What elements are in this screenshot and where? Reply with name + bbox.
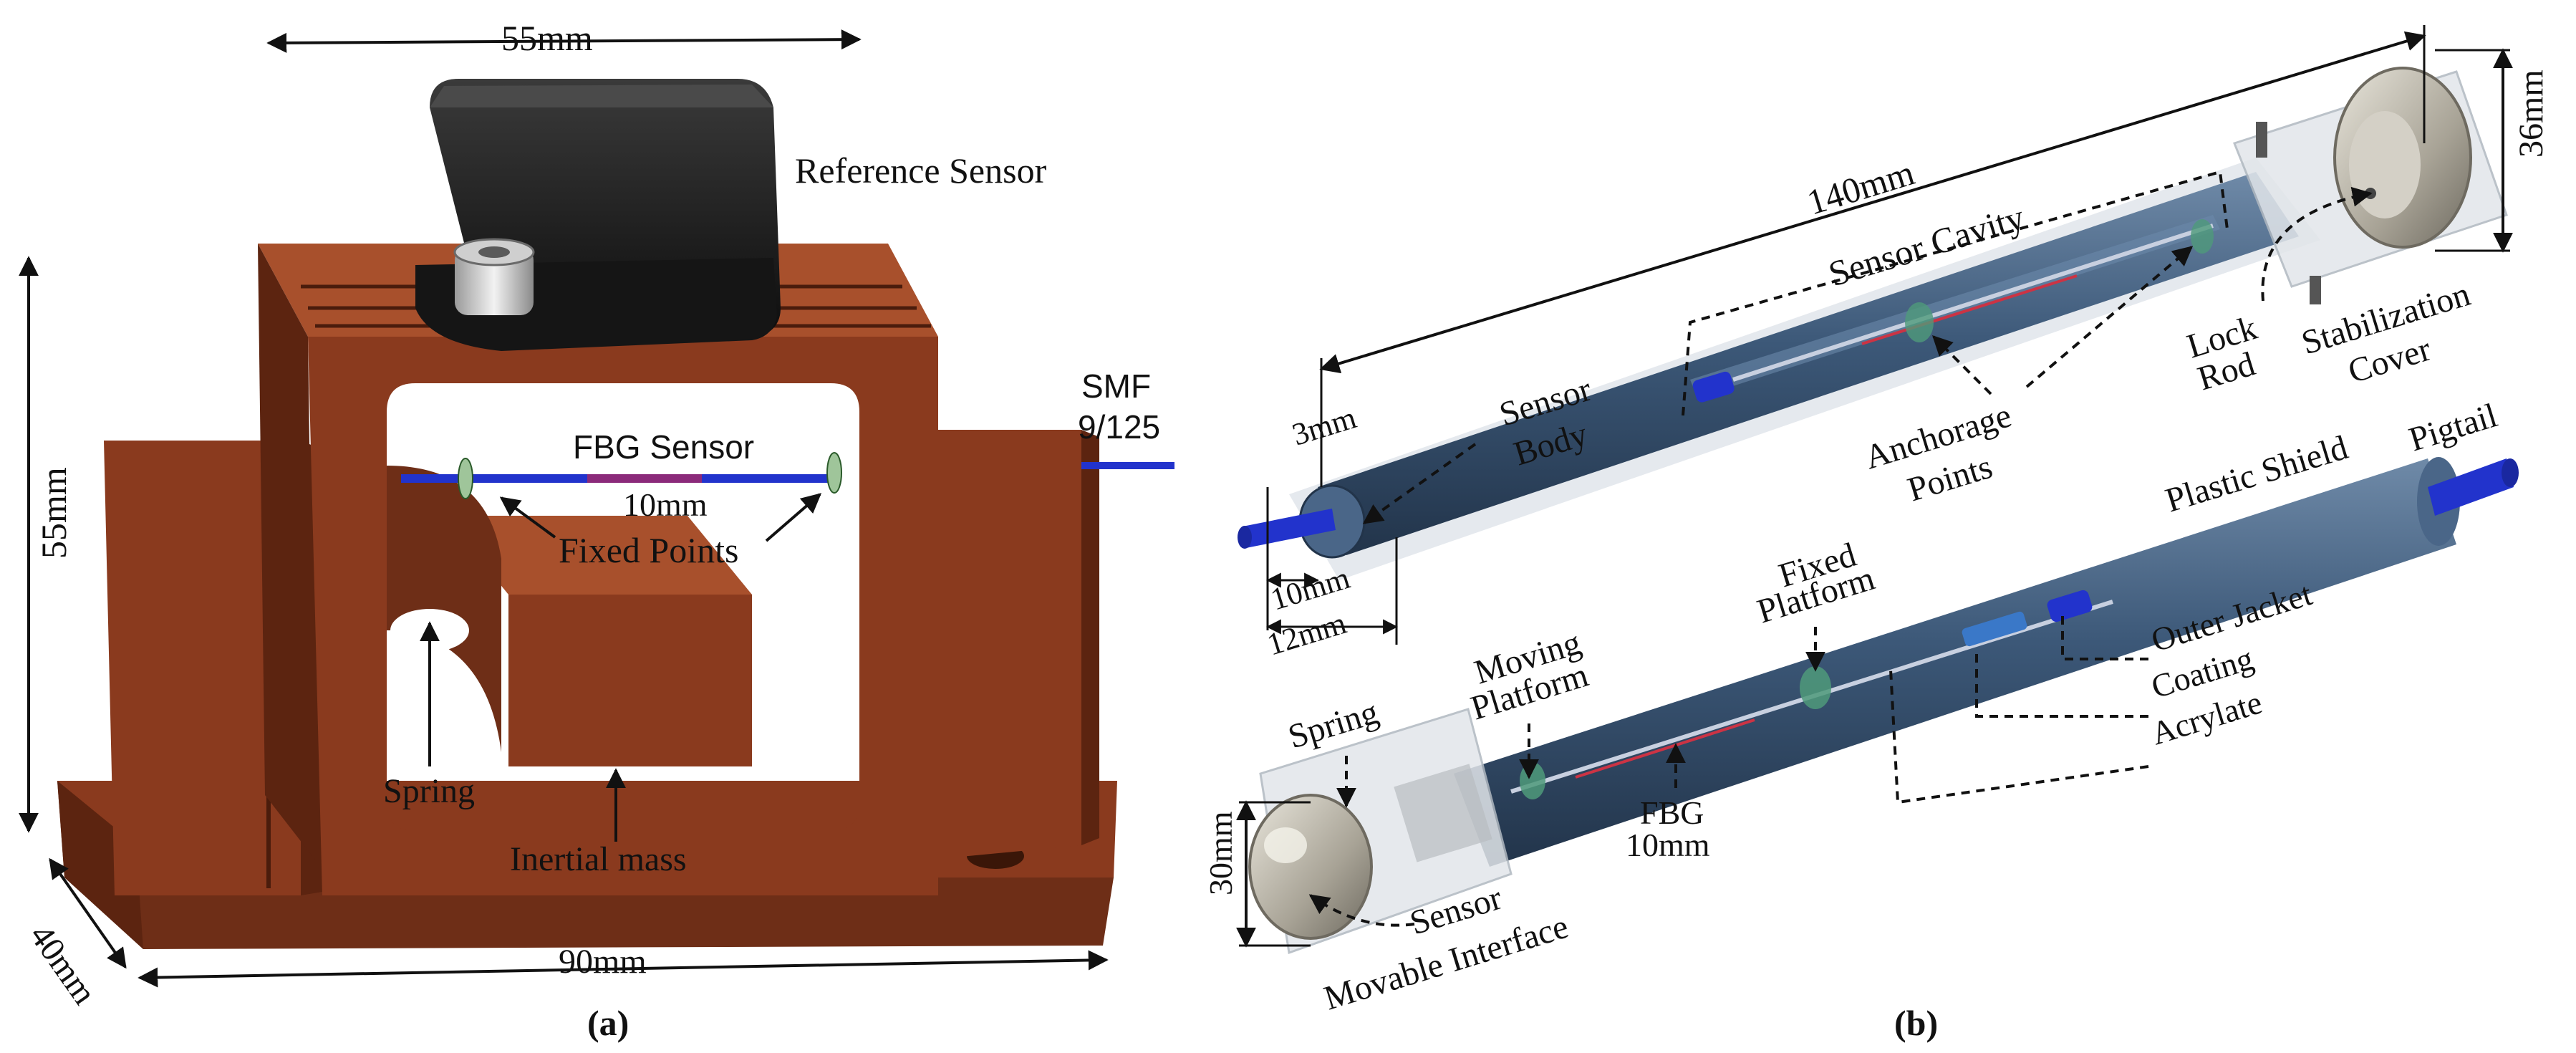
fixed-point-left [458,458,473,499]
dim-length-arrow [1319,31,2426,374]
dim-bottom-label: 90mm [559,943,647,981]
spring-cutout [387,466,501,752]
reference-sensor [415,79,781,351]
dim-length-label: 140mm [1803,152,1919,222]
leader-body [1362,443,1477,524]
frame-front [308,337,938,895]
smf-label: SMF [1081,367,1151,405]
panel-b: 140mm 36mm 3mm 10mm 12mm 30mm Sensor Cav… [1202,25,2550,1043]
dim-fiber-label: 3mm [1288,400,1361,452]
dim-left-label: 55mm [34,467,74,559]
fixed-point-right [826,452,842,494]
plastic-shield-tube [1454,457,2519,867]
leader-movable [1308,894,1415,927]
fixed-points-label: Fixed Points [559,530,738,570]
fbg-length-label: 10mm [623,486,708,523]
inertial-mass-label: Inertial mass [510,840,687,878]
panel-a: 55mm 55mm 40mm 90mm Reference Sensor FBG… [19,18,1174,1043]
lower-jacket [2047,590,2093,622]
dim-bottom-arrow [138,950,1109,988]
pigtail-label: Pigtail [2405,396,2502,458]
left-pillar-front [104,441,301,895]
leader-cavity [1682,170,2229,416]
reference-sensor-label: Reference Sensor [795,150,1047,191]
stabilization-cover [2233,67,2508,304]
leader-anchor-a [1932,335,1992,395]
inertial-mass-front [508,595,752,766]
fbg-sensor-label: FBG Sensor [573,428,754,466]
dim-interface-label: 30mm [1202,811,1239,895]
fiber-tip-upper [1243,509,1336,548]
movable-interface [1248,708,1513,955]
dim-depth-arrow [49,857,127,969]
fbg-grating [587,474,702,483]
cavity-jacket [1692,371,1735,403]
pigtail-fiber [2428,458,2514,516]
leader-anchor-b [2025,246,2194,388]
dim-cover-label: 36mm [2512,69,2550,158]
inertial-mass-top [444,516,752,595]
fbg-b-label-1: FBG [1640,794,1704,831]
fbg-b-label-2: 10mm [1626,827,1710,863]
dim-top-label: 55mm [501,18,593,58]
dashed-leaders [1308,170,2373,927]
caption-b: (b) [1894,1003,1938,1043]
smf-type-label: 9/125 [1078,408,1160,446]
leader-lock [2261,186,2373,302]
spring-label: Spring [383,772,475,810]
right-pillar-front [931,430,1081,860]
frame-left-face [258,244,315,860]
leader-coating [1975,648,2148,718]
dim-depth-label: 40mm [22,918,104,1011]
leader-fixed-right [765,493,822,542]
dim-top-arrow [266,29,862,53]
leader-fixed-left [499,496,556,539]
right-pillar-side [1081,430,1099,845]
caption-a: (a) [587,1003,629,1043]
